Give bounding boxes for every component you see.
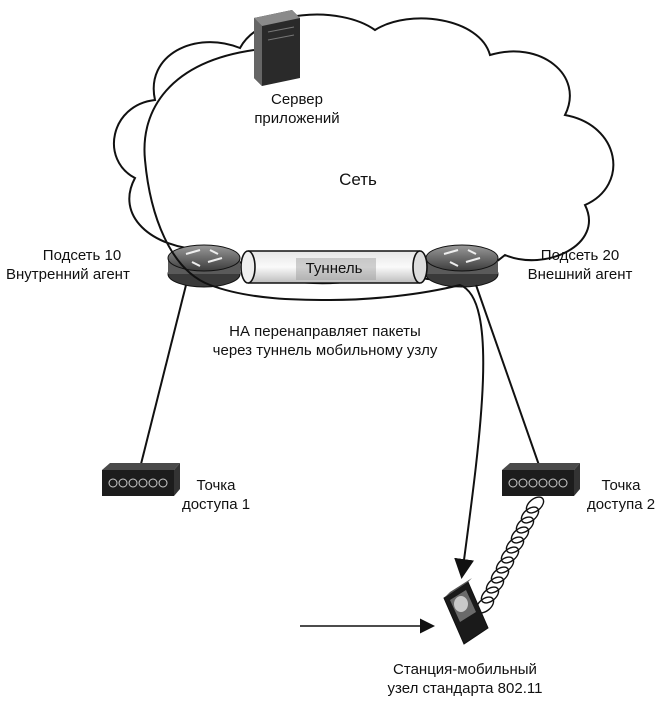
mobile-station-icon xyxy=(443,578,489,645)
network-cloud-icon xyxy=(112,13,615,285)
server-label: Сервер приложений xyxy=(254,91,340,127)
foreign-agent-to-ap2-link xyxy=(475,284,541,469)
server-icon xyxy=(254,10,300,86)
foreign-agent-router-icon xyxy=(425,244,499,288)
home-agent-to-ap1-link xyxy=(139,284,187,469)
network-label: Сеть xyxy=(339,170,377,189)
tunnel-label: Туннель xyxy=(305,260,363,277)
access-point-1-icon xyxy=(102,463,180,496)
wireless-link-icon xyxy=(475,496,545,614)
foreign-agent-label: Подсеть 20 Внешний агент xyxy=(527,247,633,283)
access-point-1-label: Точка доступа 1 xyxy=(181,477,251,513)
mobile-station-label: Станция-мобильный узел стандарта 802.11 xyxy=(387,661,543,697)
access-point-2-label: Точка доступа 2 xyxy=(586,477,656,513)
tunnel-icon xyxy=(240,250,428,284)
packet-path-line xyxy=(143,49,485,579)
redirect-note: НА перенаправляет пакеты через туннель м… xyxy=(212,323,438,359)
home-agent-label: Подсеть 10 Внутренний агент xyxy=(6,247,130,283)
home-agent-router-icon xyxy=(167,244,241,288)
access-point-2-icon xyxy=(502,463,580,496)
